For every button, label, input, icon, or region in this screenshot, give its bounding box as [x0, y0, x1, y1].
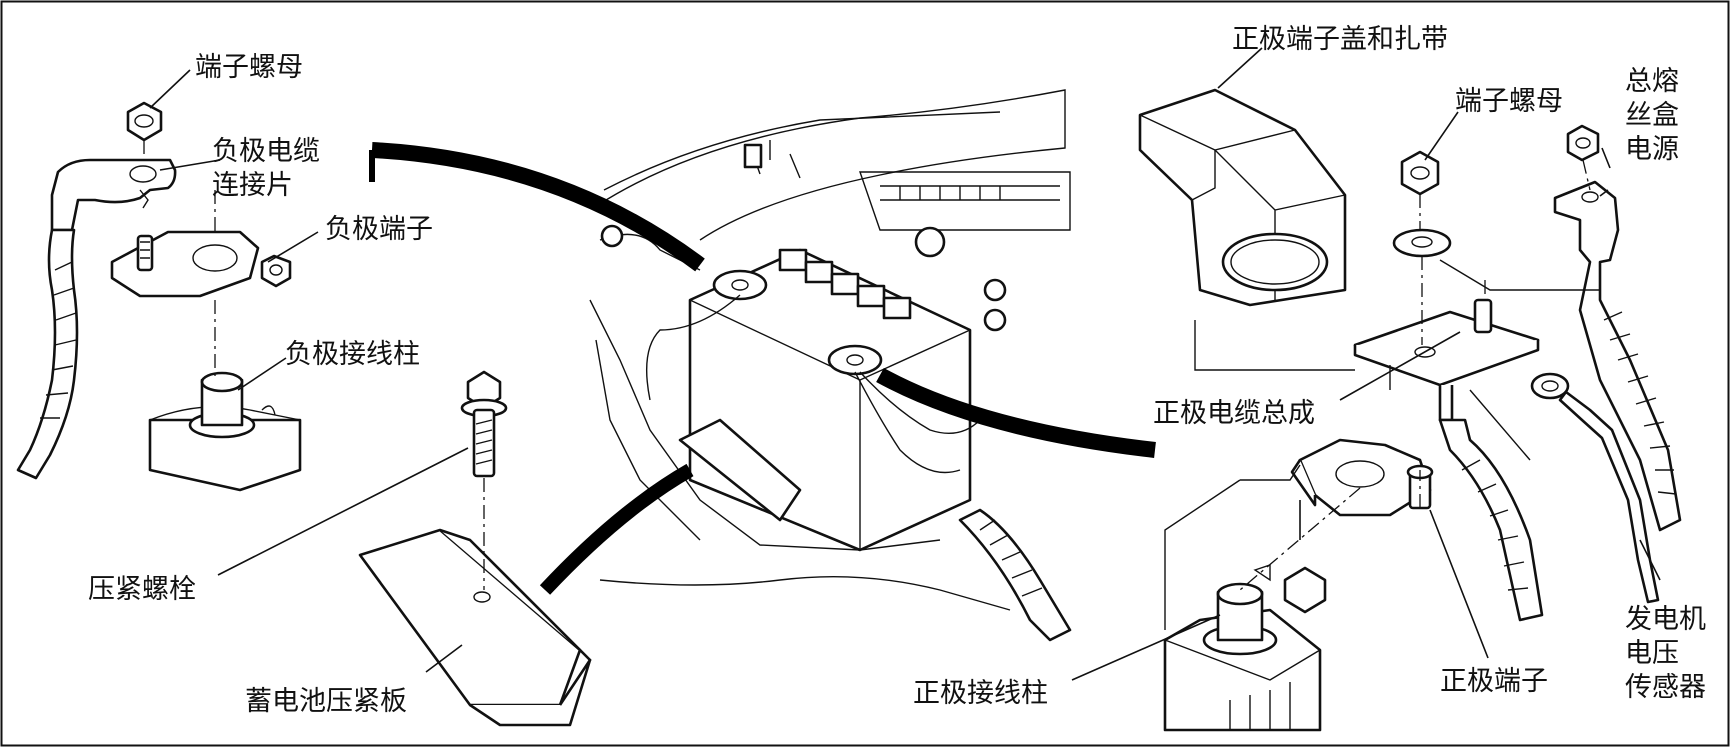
label-positive-terminal-cover: 正极端子盖和扎带	[1232, 24, 1448, 55]
callout-curve-negative	[371, 142, 705, 272]
positive-post	[1163, 564, 1327, 732]
fuse-box-cable	[1553, 180, 1682, 532]
generator-voltage-sensor-lead	[1530, 372, 1660, 604]
label-generator-sensor-line3: 传感器	[1625, 672, 1706, 703]
negative-terminal-nut	[126, 101, 163, 142]
label-positive-post: 正极接线柱	[913, 678, 1048, 709]
positive-cable-assembly-plate	[1353, 298, 1540, 422]
battery-clamp-plate	[358, 528, 592, 727]
label-negative-terminal: 负极端子	[325, 214, 433, 245]
label-negative-cable-plate-line2: 连接片	[212, 170, 293, 201]
label-negative-post: 负极接线柱	[285, 339, 420, 370]
positive-terminal	[1290, 438, 1434, 517]
label-positive-terminal: 正极端子	[1440, 666, 1548, 697]
positive-cable-wire	[1438, 418, 1544, 622]
clamp-bolt	[460, 370, 508, 478]
negative-terminal	[110, 230, 292, 298]
label-battery-clamp-plate: 蓄电池压紧板	[245, 686, 407, 717]
fuse-box-power-nut	[1566, 124, 1600, 162]
label-fuse-box-line1: 总熔	[1625, 66, 1679, 97]
label-generator-sensor-line2: 电压	[1625, 638, 1679, 669]
negative-cable	[16, 228, 79, 480]
positive-terminal-cover	[1138, 88, 1347, 307]
label-generator-sensor-line1: 发电机	[1625, 604, 1706, 635]
label-fuse-box-line3: 电源	[1625, 134, 1679, 165]
negative-cable-plate	[50, 158, 177, 232]
callout-curve-positive	[876, 367, 1156, 458]
label-clamp-bolt: 压紧螺栓	[88, 574, 196, 605]
engine-bay-illustration	[589, 89, 1072, 642]
label-fuse-box-line2: 丝盒	[1625, 100, 1679, 131]
label-negative-cable-plate-line1: 负极电缆	[212, 136, 320, 167]
negative-post	[148, 371, 302, 492]
callout-curve-clamp	[539, 463, 694, 595]
label-terminal-nut-left: 端子螺母	[195, 52, 303, 83]
label-positive-cable-assembly: 正极电缆总成	[1153, 398, 1315, 429]
positive-terminal-nut	[1392, 150, 1452, 258]
label-terminal-nut-right: 端子螺母	[1455, 86, 1563, 117]
